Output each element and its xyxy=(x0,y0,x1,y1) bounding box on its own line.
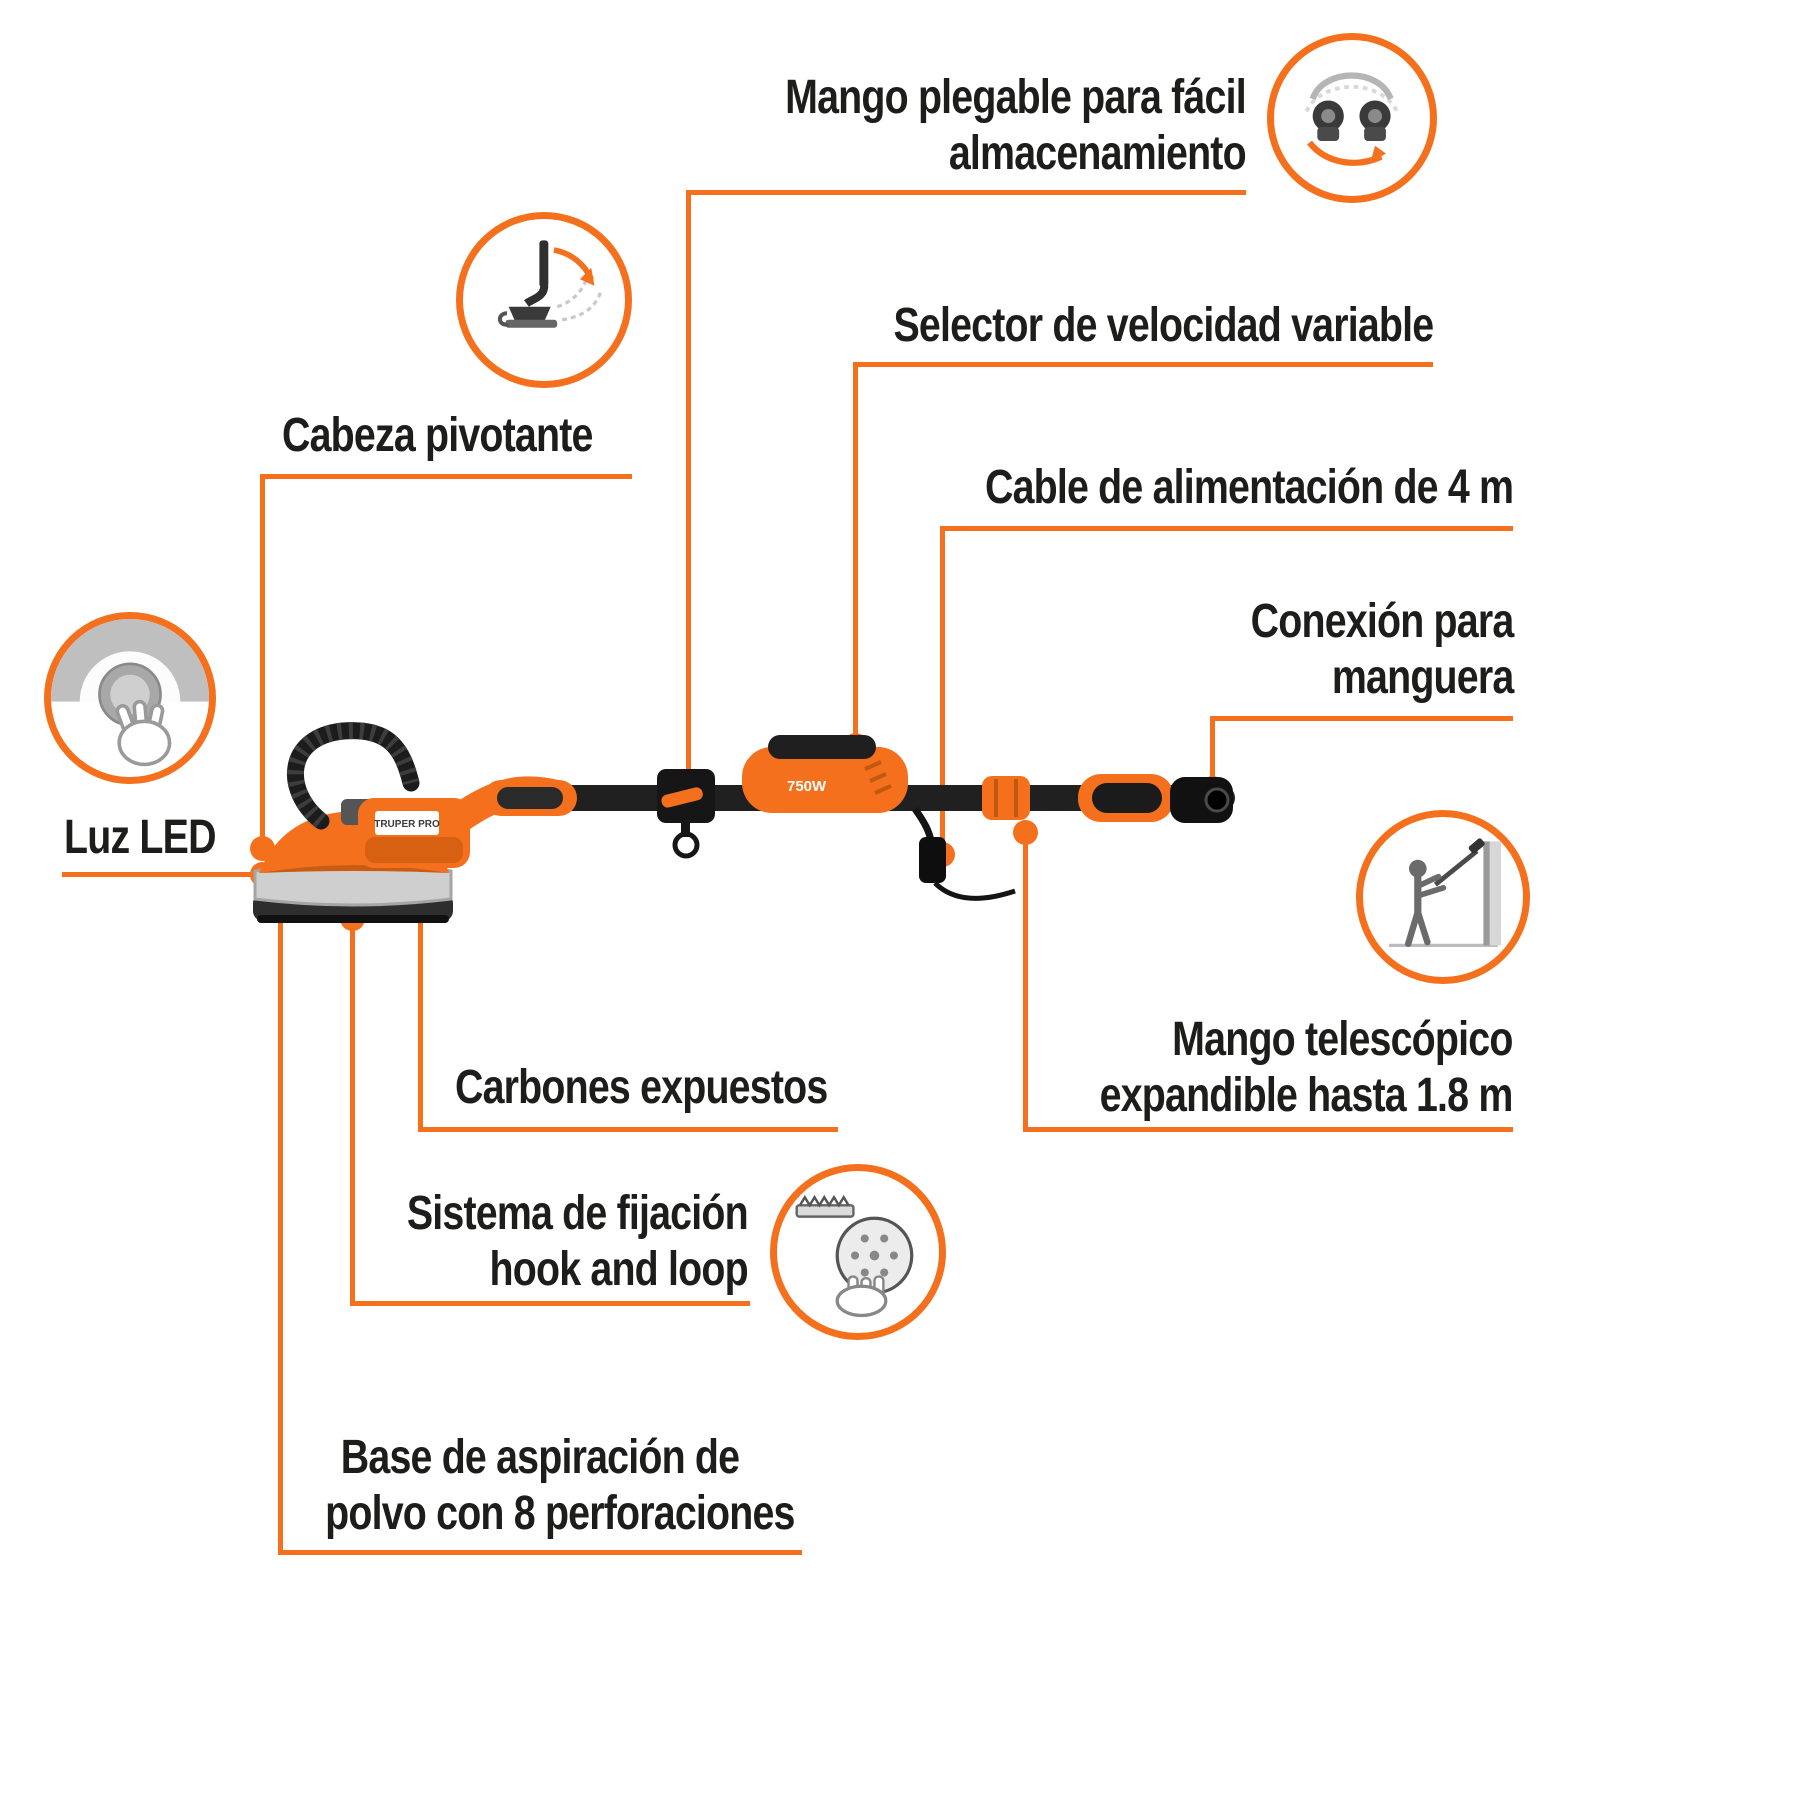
hook-and-loop-icon xyxy=(795,1194,914,1317)
label-carbon-brushes: Carbones expuestos xyxy=(455,1060,828,1116)
callout-line-fold-handle xyxy=(686,190,691,804)
power-label: 750W xyxy=(787,778,827,795)
label-power-cable: Cable de alimentación de 4 m xyxy=(984,460,1514,516)
telescopic-handle-badge xyxy=(1356,810,1530,984)
label-line: Mango plegable para fácil xyxy=(785,71,1247,124)
label-dust-base: Base de aspiración de polvo con 8 perfor… xyxy=(325,1430,795,1541)
label-fold-handle: Mango plegable para fácil almacenamiento xyxy=(785,70,1247,181)
label-line: Carbones expuestos xyxy=(455,1061,828,1114)
callout-line-telescopic-handle xyxy=(1023,832,1028,1132)
drywall-sander-illustration: TRUPER PRO 750W xyxy=(253,722,1235,923)
label-line: expandible hasta 1.8 m xyxy=(1100,1068,1514,1122)
label-led-light: Luz LED xyxy=(64,810,217,866)
callout-line-power-cable xyxy=(940,526,945,858)
callout-line-carbon-brushes xyxy=(418,1127,838,1132)
label-line: Sistema de fijación xyxy=(407,1187,749,1240)
led-light-icon xyxy=(51,619,209,767)
callout-line-hose-connection xyxy=(1210,716,1215,792)
label-line: Mango telescópico xyxy=(1172,1013,1514,1066)
pivot-head-badge xyxy=(456,212,632,388)
label-line: Luz LED xyxy=(64,811,217,864)
callout-line-hose-connection xyxy=(1210,716,1513,721)
hook-and-loop-badge xyxy=(770,1164,946,1340)
label-speed-selector: Selector de velocidad variable xyxy=(893,298,1434,354)
label-line: almacenamiento xyxy=(949,126,1247,180)
callout-line-pivot-head xyxy=(260,474,632,479)
label-line: polvo con 8 perforaciones xyxy=(325,1486,795,1540)
label-line: Conexión para xyxy=(1250,595,1514,648)
callout-dot-telescopic-handle xyxy=(1013,820,1038,845)
label-line: Cable de alimentación de 4 m xyxy=(984,461,1514,514)
telescopic-handle-icon xyxy=(1388,837,1501,947)
callout-line-hook-and-loop xyxy=(350,1301,750,1306)
brand-label: TRUPER PRO xyxy=(374,819,440,830)
label-telescopic-handle: Mango telescópico expandible hasta 1.8 m xyxy=(1100,1012,1514,1123)
label-line: Selector de velocidad variable xyxy=(893,299,1434,352)
callout-line-dust-base xyxy=(278,1550,802,1555)
fold-handle-badge xyxy=(1267,33,1437,203)
label-hook-and-loop: Sistema de fijación hook and loop xyxy=(407,1186,749,1297)
callout-line-carbon-brushes xyxy=(418,847,423,1132)
callout-line-led-light xyxy=(62,872,257,877)
pivot-head-icon xyxy=(497,240,603,328)
callout-line-fold-handle xyxy=(686,190,1246,195)
label-line: Base de aspiración de xyxy=(340,1431,740,1484)
callout-line-speed-selector xyxy=(853,362,858,750)
label-line: manguera xyxy=(1331,650,1513,704)
callout-line-telescopic-handle xyxy=(1023,1127,1513,1132)
fold-handle-icon xyxy=(1304,72,1399,167)
label-pivot-head: Cabeza pivotante xyxy=(282,408,593,464)
callout-line-power-cable xyxy=(940,526,1513,531)
callout-line-dust-base xyxy=(278,905,283,1555)
led-light-badge xyxy=(44,612,216,784)
callout-line-pivot-head xyxy=(260,474,265,850)
label-hose-connection: Conexión para manguera xyxy=(1250,594,1514,705)
callout-line-speed-selector xyxy=(853,362,1433,367)
callout-line-hook-and-loop xyxy=(350,918,355,1306)
label-line: hook and loop xyxy=(489,1242,749,1296)
label-line: Cabeza pivotante xyxy=(282,409,593,462)
